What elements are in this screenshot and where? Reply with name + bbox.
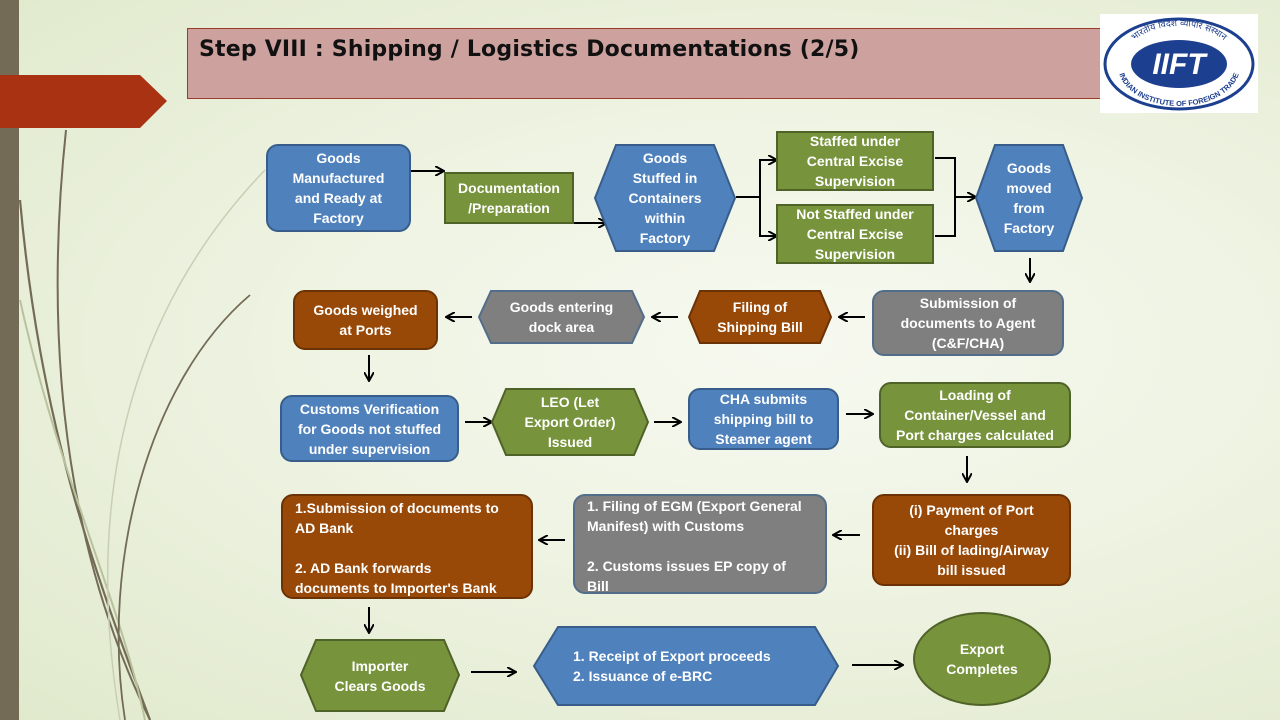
iift-logo: IIFT भारतीय विदेश व्यापार संस्थान INDIAN… [1100, 14, 1258, 113]
node-goods-weighed: Goods weighed at Ports [293, 290, 438, 350]
node-payment-port: (i) Payment of Port charges (ii) Bill of… [872, 494, 1071, 586]
arrow [736, 160, 776, 198]
node-importer-clears: Importer Clears Goods [299, 639, 461, 712]
node-receipt-export: 1. Receipt of Export proceeds 2. Issuanc… [532, 626, 840, 706]
title-box: Step VIII : Shipping / Logistics Documen… [187, 28, 1105, 99]
node-filing-egm: 1. Filing of EGM (Export General Manifes… [573, 494, 827, 594]
arrow [935, 157, 956, 237]
decorative-curves [18, 129, 266, 720]
node-documentation: Documentation /Preparation [444, 172, 574, 224]
arrow [759, 197, 776, 236]
slide-title: Step VIII : Shipping / Logistics Documen… [199, 37, 860, 62]
node-submission-ad-bank: 1.Submission of documents to AD Bank 2. … [281, 494, 533, 599]
node-goods-moved: Goods moved from Factory [974, 144, 1084, 252]
node-not-staffed: Not Staffed under Central Excise Supervi… [776, 204, 934, 264]
node-filing-shipping-bill: Filing of Shipping Bill [687, 290, 833, 344]
node-goods-manufactured: Goods Manufactured and Ready at Factory [266, 144, 411, 232]
node-cha-submits: CHA submits shipping bill to Steamer age… [688, 388, 839, 450]
node-loading-container: Loading of Container/Vessel and Port cha… [879, 382, 1071, 448]
node-goods-stuffed: Goods Stuffed in Containers within Facto… [593, 144, 737, 252]
node-export-completes: Export Completes [913, 612, 1051, 706]
node-leo: LEO (Let Export Order) Issued [490, 388, 650, 456]
logo-center-text: IIFT [1152, 48, 1208, 81]
node-customs-verification: Customs Verification for Goods not stuff… [280, 395, 459, 462]
node-goods-entering-dock: Goods entering dock area [477, 290, 646, 344]
node-submission-agent: Submission of documents to Agent (C&F/CH… [872, 290, 1064, 356]
title-arrow-accent [0, 75, 167, 128]
sidebar-bar [0, 0, 19, 720]
node-staffed: Staffed under Central Excise Supervision [776, 131, 934, 191]
